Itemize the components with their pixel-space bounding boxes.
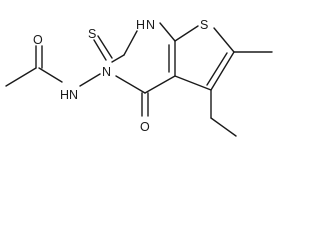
atom-n1: N xyxy=(146,18,155,32)
bond-nh-n3 xyxy=(79,73,101,87)
bond-c6-c5 xyxy=(210,51,235,91)
bond-c5-c4a xyxy=(174,75,212,91)
bond-carbonyl-nh xyxy=(38,67,63,83)
molecule-diagram: O HN N H N S S O xyxy=(5,18,273,137)
bond-c4-n3 xyxy=(115,75,146,94)
atom-nh-amide: HN xyxy=(60,88,78,102)
bond-c4a-c4 xyxy=(144,75,176,94)
bond-ch3-carbonyl xyxy=(5,67,37,87)
atom-h-n1: H xyxy=(136,18,145,32)
bond-c6-c5-inner xyxy=(206,52,228,86)
bond-c2-s-1 xyxy=(97,35,113,59)
bond-s-c6 xyxy=(213,27,235,53)
bond-n1-c7a xyxy=(159,22,176,42)
bond-c2-n1 xyxy=(123,30,138,56)
bond-n3-c2 xyxy=(111,54,125,63)
atom-s-thiophene: S xyxy=(200,18,208,32)
atom-o-acetyl: O xyxy=(33,33,43,47)
atom-n3: N xyxy=(102,65,111,79)
bond-ethyl-ch2-ch3 xyxy=(210,117,237,137)
atom-s-thione: S xyxy=(88,27,96,41)
atom-o-keto: O xyxy=(140,120,150,134)
bond-c2-s-2 xyxy=(93,39,107,61)
bond-c7a-s xyxy=(174,25,199,42)
